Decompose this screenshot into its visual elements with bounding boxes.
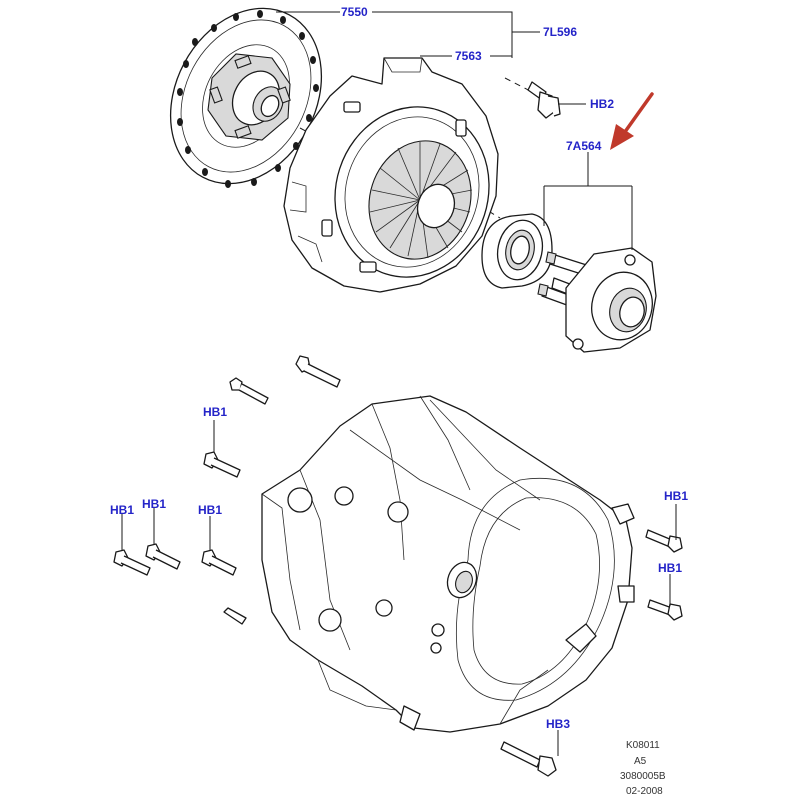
drawing-variant: A5 xyxy=(634,756,647,767)
callout-hb1-left[interactable]: HB1 xyxy=(110,503,134,517)
bolt-hb3[interactable] xyxy=(500,741,557,777)
bolt-upper-left[interactable] xyxy=(229,377,269,405)
callout-hb2[interactable]: HB2 xyxy=(590,97,614,111)
callout-7550[interactable]: 7550 xyxy=(341,5,368,19)
bolt-hb1-left[interactable] xyxy=(113,549,151,576)
bolt-hb2[interactable] xyxy=(527,81,561,119)
bolt-hb1-right-upper[interactable] xyxy=(645,529,683,553)
callout-7a564[interactable]: 7A564 xyxy=(566,139,602,153)
bolt-hb1-stack[interactable] xyxy=(203,451,241,478)
pressure-plate[interactable] xyxy=(283,57,511,297)
clutch-disc[interactable] xyxy=(141,0,351,210)
release-bearing[interactable] xyxy=(481,213,553,289)
bolt-upper-center[interactable] xyxy=(295,355,341,388)
dowel-pin[interactable] xyxy=(223,607,247,625)
bolt-hb1-mid[interactable] xyxy=(201,549,237,576)
drawing-date: 02-2008 xyxy=(626,786,663,797)
transmission-housing[interactable] xyxy=(261,395,635,733)
drawing-number: 3080005B xyxy=(620,771,666,782)
red-arrow-icon xyxy=(610,92,654,150)
callout-hb1-right-lower[interactable]: HB1 xyxy=(658,561,682,575)
drawing-code: K08011 xyxy=(626,740,660,751)
slave-cylinder[interactable] xyxy=(537,247,660,353)
bolt-hb1-left2[interactable] xyxy=(145,543,181,570)
drawing-reference: K08011 A5 3080005B 02-2008 xyxy=(620,740,666,797)
callout-hb1-right-upper[interactable]: HB1 xyxy=(664,489,688,503)
bolt-hb1-right-lower[interactable] xyxy=(647,599,683,621)
leader-lines xyxy=(121,11,677,756)
callout-hb3[interactable]: HB3 xyxy=(546,717,570,731)
callout-hb1-upper[interactable]: HB1 xyxy=(203,405,227,419)
callout-hb1-left2[interactable]: HB1 xyxy=(142,497,166,511)
callout-7l596[interactable]: 7L596 xyxy=(543,25,577,39)
callout-7563[interactable]: 7563 xyxy=(455,49,482,63)
callout-hb1-mid[interactable]: HB1 xyxy=(198,503,222,517)
